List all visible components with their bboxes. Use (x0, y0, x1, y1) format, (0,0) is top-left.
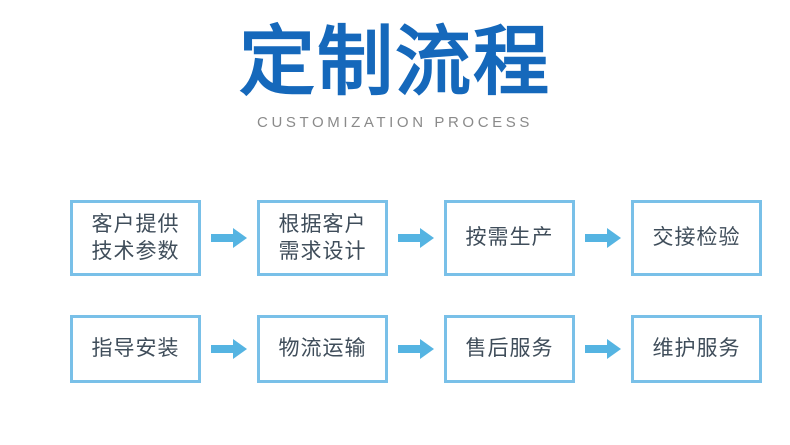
flow-step-box[interactable]: 客户提供 技术参数 (70, 200, 201, 276)
page-title: 定制流程 (239, 17, 551, 106)
arrow-right-icon (388, 223, 444, 253)
flow-row-1: 客户提供 技术参数 根据客户 需求设计 按需生产 交接检验 (0, 200, 790, 276)
flow-row-2: 指导安装 物流运输 售后服务 维护服务 (0, 315, 790, 383)
arrow-right-icon (201, 223, 257, 253)
flow-step-box[interactable]: 指导安装 (70, 315, 201, 383)
flow-step-label: 指导安装 (91, 336, 180, 361)
flow-step-box[interactable]: 按需生产 (444, 200, 575, 276)
arrow-right-icon (388, 334, 444, 364)
flow-step-box[interactable]: 交接检验 (631, 200, 762, 276)
page-subtitle: CUSTOMIZATION PROCESS (257, 113, 533, 131)
flow-step-label: 交接检验 (652, 225, 741, 250)
page-header: 定制流程 CUSTOMIZATION PROCESS (0, 0, 790, 131)
arrow-right-icon (575, 223, 631, 253)
flow-step-box[interactable]: 售后服务 (444, 315, 575, 383)
flow-step-label: 物流运输 (278, 336, 367, 361)
flow-step-label: 维护服务 (652, 336, 741, 361)
flow-step-label: 根据客户 需求设计 (278, 211, 367, 263)
flow-step-box[interactable]: 维护服务 (631, 315, 762, 383)
flow-step-box[interactable]: 物流运输 (257, 315, 388, 383)
arrow-right-icon (201, 334, 257, 364)
flow-step-label: 售后服务 (465, 336, 554, 361)
flow-step-label: 客户提供 技术参数 (91, 211, 180, 263)
flow-step-label: 按需生产 (465, 225, 554, 250)
arrow-right-icon (575, 334, 631, 364)
flow-step-box[interactable]: 根据客户 需求设计 (257, 200, 388, 276)
